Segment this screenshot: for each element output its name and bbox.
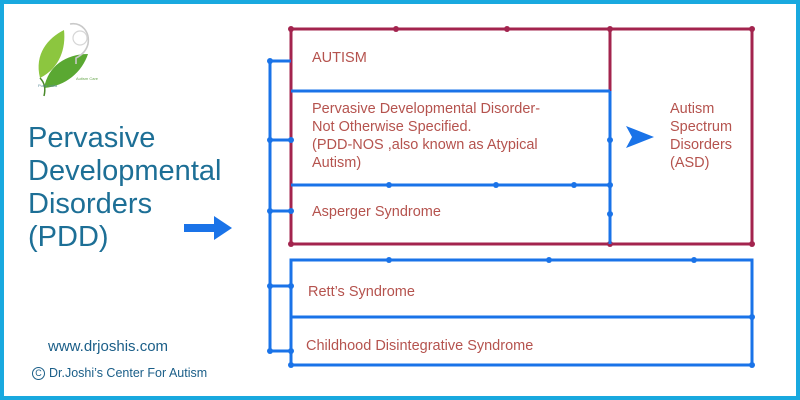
copyright-notice: C Dr.Joshi’s Center For Autism [32, 366, 207, 380]
copyright-text: Dr.Joshi’s Center For Autism [49, 366, 208, 380]
logo-text-line2: Pune India [38, 83, 58, 88]
asd-line-4: (ASD) [670, 155, 710, 171]
cdd-label: Childhood Disintegrative Syndrome [306, 338, 534, 354]
asperger-label: Asperger Syndrome [312, 204, 441, 220]
pddnos-line-3: (PDD-NOS ,also known as Atypical [312, 137, 538, 153]
arrow-right-icon [184, 216, 232, 240]
autism-label: AUTISM [312, 50, 367, 66]
asd-line-1: Autism [670, 101, 715, 117]
logo-text-line1: Autism Care [76, 76, 99, 81]
pddnos-line-1: Pervasive Developmental Disorder- [312, 101, 541, 117]
asd-line-2: Spectrum [670, 119, 733, 135]
leaf-logo-icon [38, 22, 90, 97]
pddnos-line-4: Autism) [312, 155, 362, 171]
page-title: Pervasive Developmental Disorders (PDD) [28, 122, 268, 254]
asd-line-3: Disorders [670, 137, 733, 153]
title-line-2: Developmental [28, 155, 222, 187]
pddnos-line-2: Not Otherwise Specified. [312, 119, 472, 135]
blue-dots [267, 58, 755, 368]
title-line-1: Pervasive [28, 122, 156, 154]
other-pdd-box [289, 258, 754, 367]
rett-label: Rett’s Syndrome [308, 284, 415, 300]
maroon-dots [288, 26, 755, 247]
pddnos-label: Pervasive Developmental Disorder- Not Ot… [312, 100, 540, 172]
diagram-lines [267, 26, 755, 368]
title-line-4: (PDD) [28, 221, 109, 253]
website-link[interactable]: www.drjoshis.com [48, 338, 169, 355]
arrowhead-icon [626, 126, 654, 148]
title-line-3: Disorders [28, 188, 153, 220]
asd-maroon-box [289, 27, 754, 246]
copyright-icon: C [32, 366, 45, 380]
asd-label: Autism Spectrum Disorders (ASD) [670, 100, 732, 172]
